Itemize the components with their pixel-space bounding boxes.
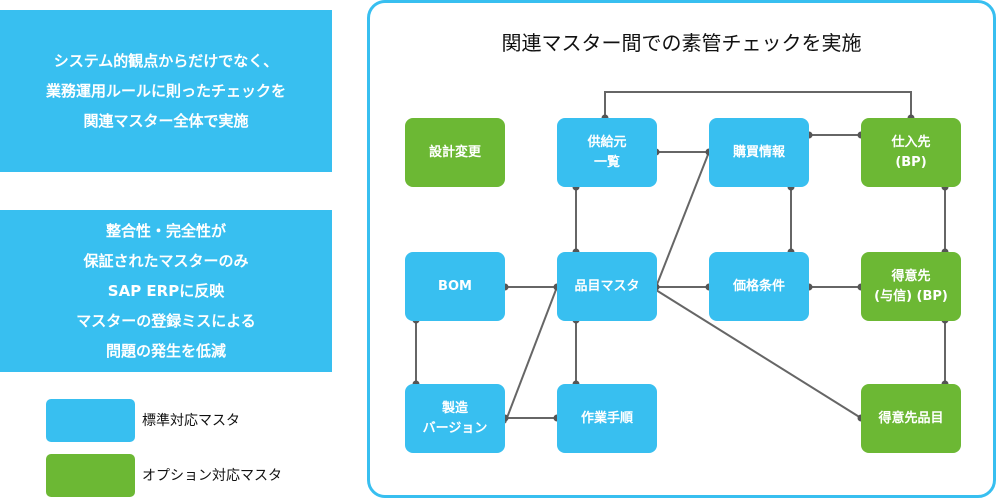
node-vendor: 仕入先 (BP) xyxy=(861,118,961,187)
node-bom: BOM xyxy=(405,252,505,321)
summary-line: 業務運用ルールに則ったチェックを xyxy=(45,82,286,100)
connector-supplier-vendor xyxy=(604,91,912,118)
diagram-title: 関連マスター間での素管チェックを実施 xyxy=(501,31,862,55)
legend-swatch-standard xyxy=(46,399,135,442)
legend-label-standard: 標準対応マスタ xyxy=(142,413,240,429)
connector-material-purchase xyxy=(655,151,710,288)
node-supplier-list: 供給元 一覧 xyxy=(557,118,657,187)
diagram-frame xyxy=(367,0,996,498)
node-material-master: 品目マスタ xyxy=(557,252,657,321)
node-customer: 得意先 (与信) (BP) xyxy=(861,252,961,321)
summary-line: 整合性・完全性が xyxy=(105,222,226,240)
summary-box-scope: システム的観点からだけでなく、 業務運用ルールに則ったチェックを 関連マスター全… xyxy=(0,10,332,172)
summary-line: システム的観点からだけでなく、 xyxy=(53,52,279,70)
summary-line: マスターの登録ミスによる xyxy=(76,312,256,330)
node-purchase-info: 購買情報 xyxy=(709,118,809,187)
node-production-version: 製造 バージョン xyxy=(405,384,505,453)
connector-material-custmaterial xyxy=(655,289,862,419)
node-routing: 作業手順 xyxy=(557,384,657,453)
node-customer-material: 得意先品目 xyxy=(861,384,961,453)
node-price-condition: 価格条件 xyxy=(709,252,809,321)
connector-version-material xyxy=(504,286,558,424)
summary-box-benefits: 整合性・完全性が 保証されたマスターのみ SAP ERPに反映 マスターの登録ミ… xyxy=(0,210,332,372)
summary-line: SAP ERPに反映 xyxy=(107,282,225,300)
summary-line: 保証されたマスターのみ xyxy=(83,252,249,270)
legend-swatch-option xyxy=(46,454,135,497)
legend-label-option: オプション対応マスタ xyxy=(142,468,282,484)
summary-line: 関連マスター全体で実施 xyxy=(83,112,249,130)
node-design-change: 設計変更 xyxy=(405,118,505,187)
summary-line: 問題の発生を低減 xyxy=(105,342,226,360)
